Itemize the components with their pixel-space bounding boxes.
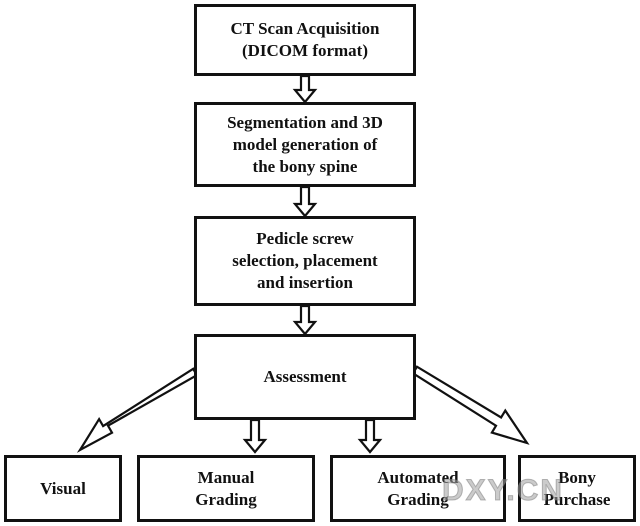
bony-purchase-box: Bony Purchase	[518, 455, 636, 522]
pedicle-screw-box: Pedicle screw selection, placement and i…	[194, 216, 416, 306]
arrow-pedicle-to-assessment	[292, 304, 318, 336]
manual-grading-box: Manual Grading	[137, 455, 315, 522]
assessment-box: Assessment	[194, 334, 416, 420]
arrow-assessment-to-automated	[357, 418, 383, 454]
arrow-ct-to-segmentation	[292, 74, 318, 104]
visual-box: Visual	[4, 455, 122, 522]
segmentation-box: Segmentation and 3D model generation of …	[194, 102, 416, 187]
arrow-assessment-to-visual	[76, 367, 199, 453]
ct-scan-acquisition-box: CT Scan Acquisition (DICOM format)	[194, 4, 416, 76]
arrow-assessment-to-bony	[411, 365, 530, 445]
arrow-segmentation-to-pedicle	[292, 185, 318, 218]
arrow-assessment-to-manual	[242, 418, 268, 454]
automated-grading-box: Automated Grading	[330, 455, 506, 522]
